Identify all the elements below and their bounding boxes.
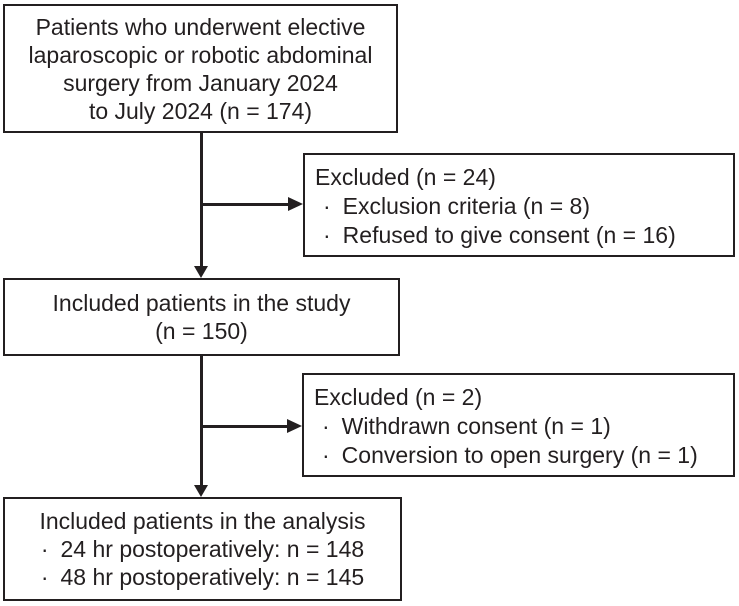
bullet-dot-icon: ·: [322, 413, 330, 439]
bullet-dot-icon: ·: [322, 442, 330, 468]
bullet-dot-icon: ·: [323, 193, 331, 219]
arrow-line-study-to-analysis: [200, 356, 203, 486]
arrow-line-branch-excluded-1: [200, 203, 289, 206]
excluded1-title: Excluded (n = 24): [315, 164, 496, 190]
excluded2-item-text: Withdrawn consent (n = 1): [341, 413, 611, 439]
excluded1-item: · Exclusion criteria (n = 8): [315, 192, 733, 221]
enrollment-line: laparoscopic or robotic abdominal: [28, 41, 373, 68]
box-excluded-1: Excluded (n = 24) · Exclusion criteria (n…: [303, 153, 735, 257]
included-study-line: Included patients in the study: [52, 290, 351, 316]
arrowhead-down-icon: [194, 485, 208, 497]
enrollment-line: Patients who underwent elective: [35, 13, 366, 40]
excluded2-title: Excluded (n = 2): [314, 384, 483, 410]
box-included-study: Included patients in the study (n = 150): [3, 278, 400, 356]
arrowhead-down-icon: [194, 266, 208, 278]
analysis-item: · 24 hr postoperatively: n = 148: [5, 535, 400, 563]
excluded2-item-text: Conversion to open surgery (n = 1): [341, 442, 698, 468]
arrowhead-right-icon: [288, 197, 303, 211]
excluded1-item: · Refused to give consent (n = 16): [315, 221, 733, 250]
analysis-item-text: 24 hr postoperatively: n = 148: [60, 536, 365, 562]
excluded2-item: · Withdrawn consent (n = 1): [314, 412, 733, 441]
arrow-line-enrollment-to-study: [200, 133, 203, 267]
analysis-title: Included patients in the analysis: [39, 508, 366, 534]
analysis-item-text: 48 hr postoperatively: n = 145: [60, 564, 365, 590]
bullet-dot-icon: ·: [323, 222, 331, 248]
arrowhead-right-icon: [287, 419, 302, 433]
box-excluded-2: Excluded (n = 2) · Withdrawn consent (n =…: [302, 373, 735, 477]
enrollment-line: to July 2024 (n = 174): [88, 97, 313, 124]
included-study-line: (n = 150): [155, 318, 248, 344]
enrollment-line: surgery from January 2024: [63, 69, 338, 96]
arrow-line-branch-excluded-2: [200, 425, 289, 428]
excluded1-item-text: Refused to give consent (n = 16): [342, 222, 676, 248]
excluded1-item-text: Exclusion criteria (n = 8): [342, 193, 591, 219]
excluded2-item: · Conversion to open surgery (n = 1): [314, 441, 733, 470]
bullet-dot-icon: ·: [40, 536, 49, 562]
analysis-item: · 48 hr postoperatively: n = 145: [5, 563, 400, 591]
box-included-analysis: Included patients in the analysis · 24 hr…: [3, 497, 402, 601]
bullet-dot-icon: ·: [40, 564, 49, 590]
box-enrollment: Patients who underwent elective laparosc…: [3, 4, 398, 133]
